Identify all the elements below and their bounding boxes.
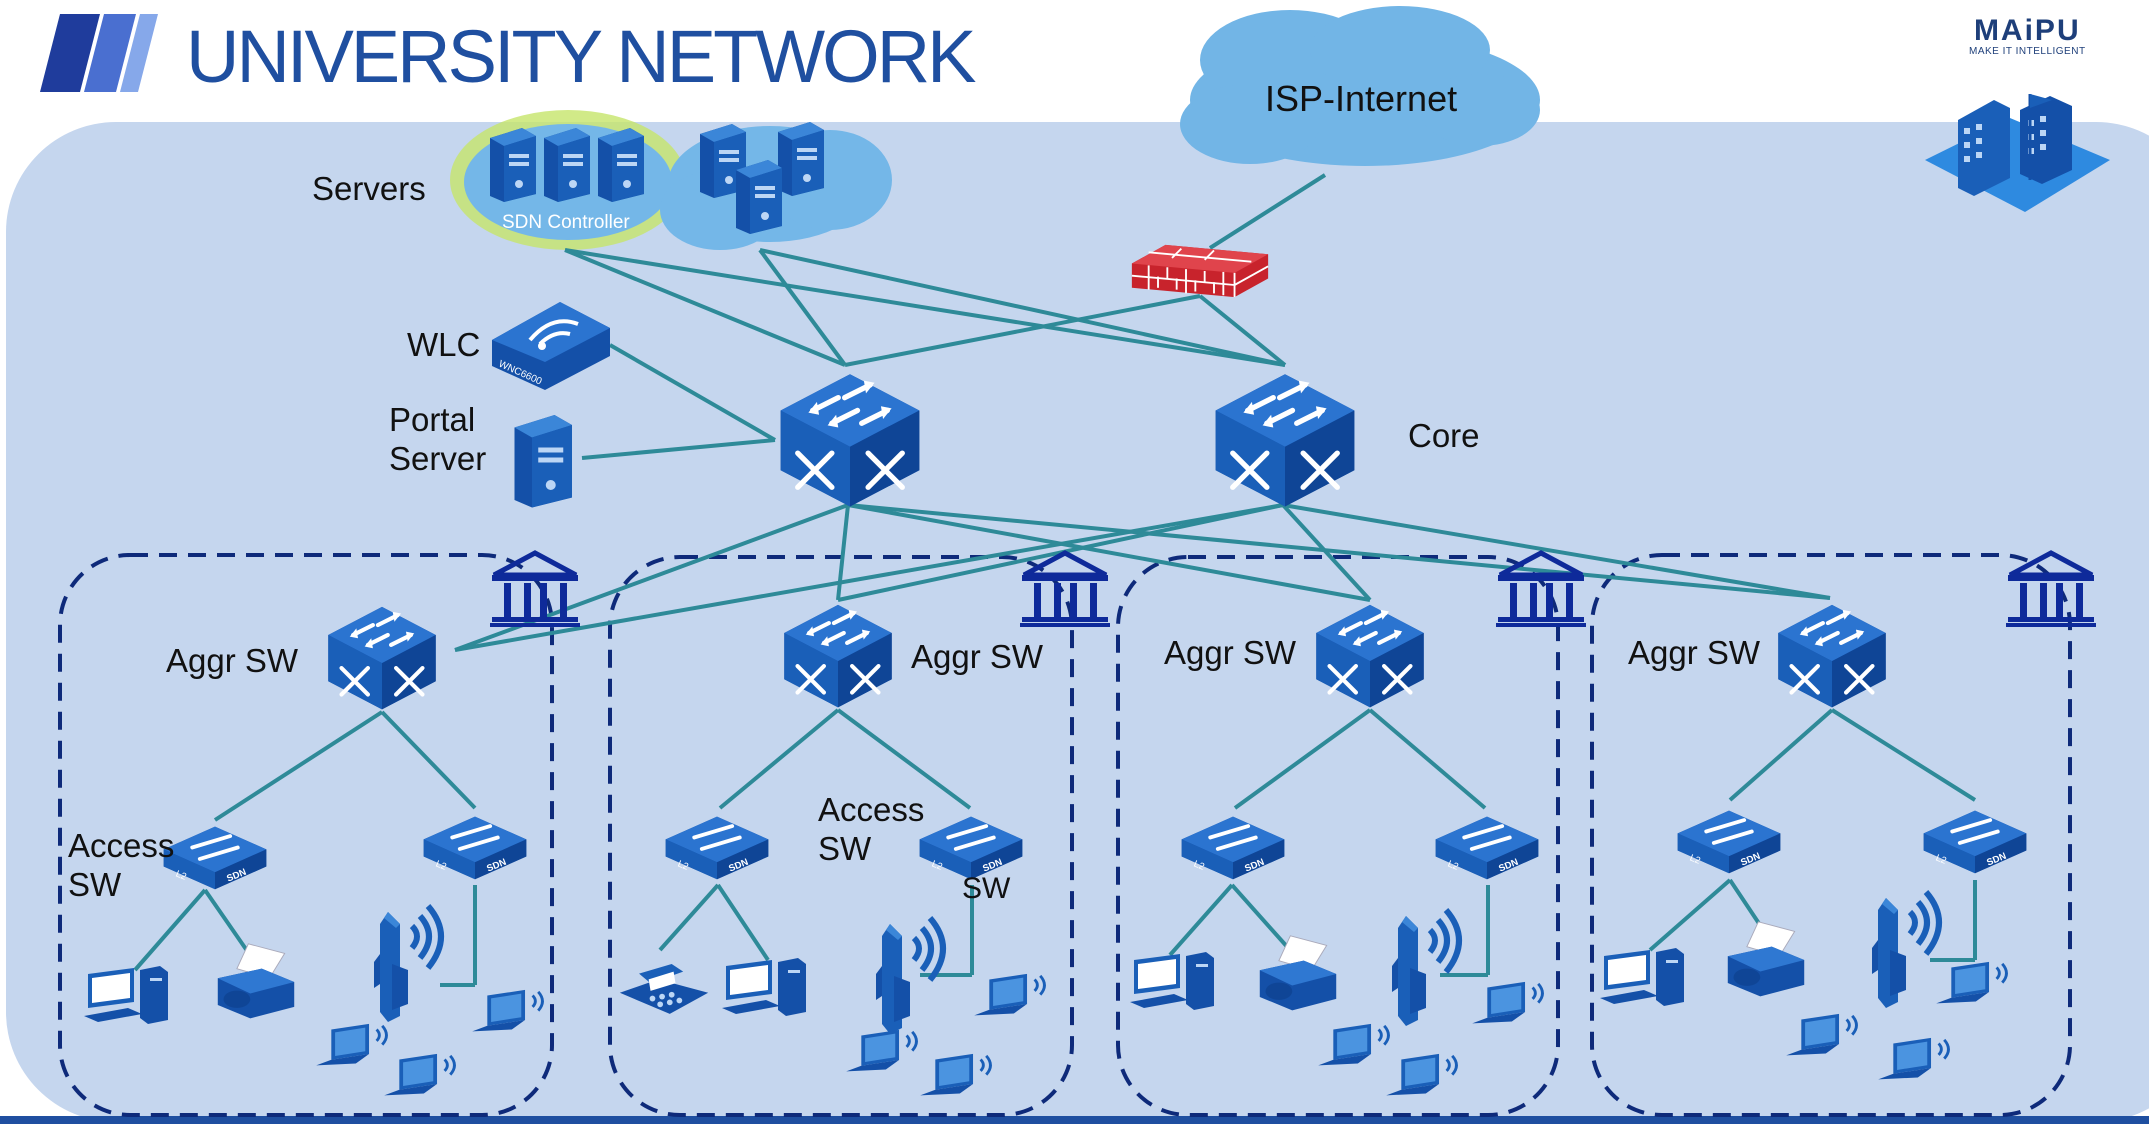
sdn-controller-label: SDN Controller (502, 212, 630, 233)
sdn-server-2 (544, 128, 590, 202)
aggr-label-3: Aggr SW (1164, 634, 1297, 671)
zone-1 (58, 553, 554, 1117)
pc-icon-4 (1600, 948, 1684, 1006)
sdn-server-1 (490, 128, 536, 202)
brand-name: MAiPU (1973, 14, 2081, 47)
stray-sw-label: SW (962, 872, 1011, 905)
zone-3 (1116, 555, 1560, 1117)
core-label: Core (1408, 417, 1480, 454)
app-server-3 (736, 160, 782, 234)
pc-icon-2 (722, 958, 806, 1016)
portal-server-label: Portal Server (389, 401, 487, 477)
servers-label: Servers (312, 170, 426, 207)
isp-label: ISP-Internet (1265, 78, 1458, 119)
title-stripes (40, 14, 158, 92)
wlc-device (492, 302, 610, 390)
brand-logo: MAiPU MAKE IT INTELLIGENT (1969, 14, 2086, 57)
sdn-server-3 (598, 128, 644, 202)
pc-icon-3 (1130, 952, 1214, 1010)
aggr-label-4: Aggr SW (1628, 634, 1761, 671)
pc-icon-1 (84, 966, 168, 1024)
campus-building-icon (1925, 94, 2110, 212)
firewall-icon (1130, 243, 1270, 299)
isp-cloud (1180, 6, 1540, 166)
access-label-2: Access SW (818, 791, 925, 867)
access-label-1: Access SW (68, 827, 175, 903)
zone-4 (1590, 553, 2072, 1117)
links (133, 173, 1977, 987)
page-title: UNIVERSITY NETWORK (186, 15, 976, 98)
bottom-bar (0, 1116, 2149, 1124)
aggr-label-1: Aggr SW (166, 642, 299, 679)
app-server-2 (778, 122, 824, 196)
wlc-label: WLC (407, 326, 481, 363)
aggr-label-2: Aggr SW (911, 638, 1044, 675)
brand-tagline: MAKE IT INTELLIGENT (1969, 46, 2086, 57)
